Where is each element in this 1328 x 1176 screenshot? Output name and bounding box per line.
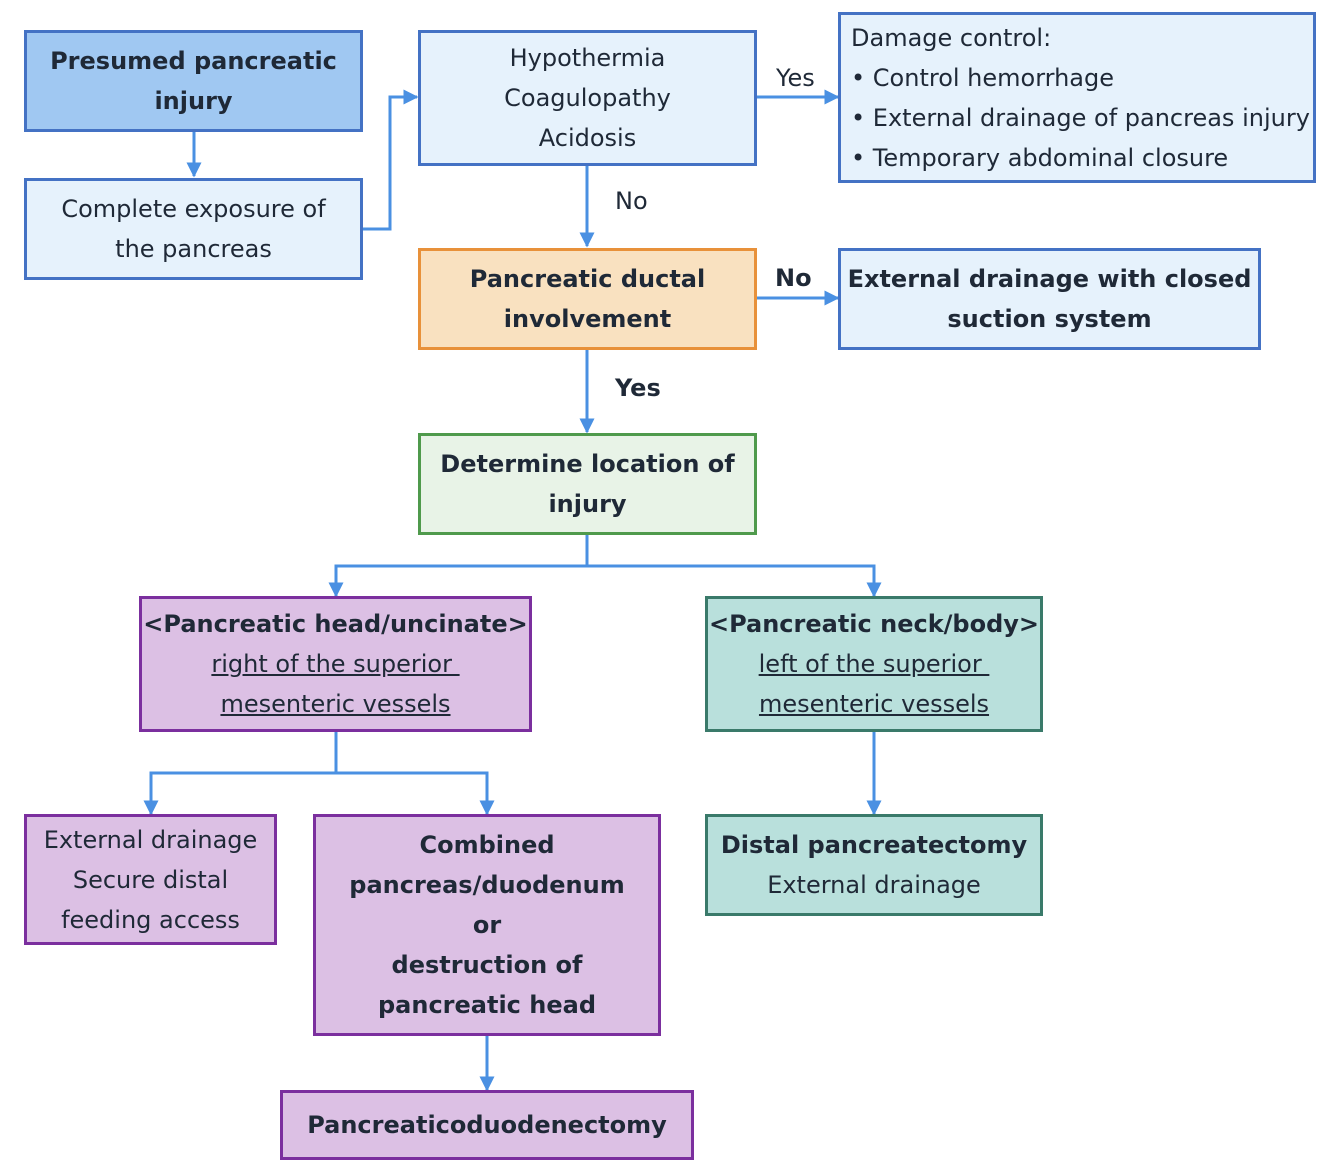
label-no-to-ductal: No bbox=[615, 187, 648, 215]
node-presumed-injury: Presumed pancreatic injury bbox=[24, 30, 363, 132]
node-damage-control: Damage control: • Control hemorrhage • E… bbox=[838, 12, 1316, 183]
node-ductal-line-2: involvement bbox=[503, 305, 672, 333]
node-presumed-line-1: Presumed pancreatic bbox=[50, 47, 337, 75]
node-location-line-1: Determine location of bbox=[440, 450, 735, 478]
node-damage-item-2: • External drainage of pancreas injury bbox=[851, 103, 1310, 132]
node-pancreatic-neck-body: <Pancreatic neck/body> left of the super… bbox=[705, 596, 1043, 732]
arrow-exposure-to-hca bbox=[362, 89, 419, 231]
node-hypothermia-coagulopathy-acidosis: Hypothermia Coagulopathy Acidosis bbox=[418, 30, 757, 166]
node-pancreatic-ductal-involvement: Pancreatic ductal involvement bbox=[418, 248, 757, 350]
node-drainage-line-1: External drainage bbox=[43, 825, 258, 854]
node-drainage-line-2: Secure distal bbox=[72, 865, 229, 894]
node-presumed-line-2: injury bbox=[154, 87, 233, 115]
node-hca-line-2: Coagulopathy bbox=[504, 84, 671, 112]
arrow-location-to-head bbox=[328, 535, 589, 598]
node-damage-item-1: • Control hemorrhage bbox=[851, 63, 1115, 92]
node-combined-line-2: pancreas/duodenum bbox=[349, 871, 625, 899]
node-pancreaticoduodenectomy: Pancreaticoduodenectomy bbox=[280, 1090, 694, 1160]
node-ductal-line-1: Pancreatic ductal bbox=[469, 265, 706, 293]
node-complete-exposure: Complete exposure of the pancreas bbox=[24, 178, 363, 280]
label-no-to-closed-suction: No bbox=[775, 264, 812, 292]
node-external-drainage-feeding-access: External drainage Secure distal feeding … bbox=[24, 814, 277, 945]
node-neck-line-3: mesenteric vessels bbox=[758, 690, 990, 718]
arrow-location-to-neck bbox=[587, 564, 882, 598]
node-damage-item-3: • Temporary abdominal closure bbox=[851, 143, 1229, 172]
node-neck-line-2: left of the superior bbox=[758, 650, 990, 678]
node-closed-line-2: suction system bbox=[947, 305, 1152, 333]
node-combined-line-1: Combined bbox=[419, 831, 555, 859]
node-location-line-2: injury bbox=[548, 490, 627, 518]
node-combined-line-5: pancreatic head bbox=[377, 991, 596, 1019]
node-exposure-line-2: the pancreas bbox=[115, 235, 272, 263]
node-distal-line-2: External drainage bbox=[767, 871, 981, 899]
node-combined-line-4: destruction of bbox=[391, 951, 583, 979]
node-neck-title: <Pancreatic neck/body> bbox=[708, 610, 1040, 638]
node-external-drainage-closed-suction: External drainage with closed suction sy… bbox=[838, 248, 1261, 350]
label-yes-damage-control: Yes bbox=[776, 64, 815, 92]
node-combined-pancreas-duodenum: Combined pancreas/duodenum or destructio… bbox=[313, 814, 661, 1036]
arrow-head-to-drainage bbox=[143, 731, 338, 816]
node-drainage-line-3: feeding access bbox=[61, 905, 240, 934]
node-head-title: <Pancreatic head/uncinate> bbox=[143, 610, 528, 638]
node-whipple-text: Pancreaticoduodenectomy bbox=[307, 1111, 667, 1139]
node-closed-line-1: External drainage with closed bbox=[847, 265, 1252, 293]
node-exposure-line-1: Complete exposure of bbox=[61, 195, 326, 223]
node-pancreatic-head-uncinate: <Pancreatic head/uncinate> right of the … bbox=[139, 596, 532, 732]
node-distal-pancreatectomy: Distal pancreatectomy External drainage bbox=[705, 814, 1043, 916]
node-head-line-3: mesenteric vessels bbox=[220, 690, 451, 718]
node-determine-location: Determine location of injury bbox=[418, 433, 757, 535]
node-hca-line-3: Acidosis bbox=[538, 124, 637, 152]
label-yes-to-location: Yes bbox=[615, 374, 661, 402]
node-combined-line-3: or bbox=[472, 911, 502, 939]
node-damage-title: Damage control: bbox=[851, 23, 1052, 52]
node-head-line-2: right of the superior bbox=[211, 650, 460, 678]
node-hca-line-1: Hypothermia bbox=[509, 44, 666, 72]
node-distal-title: Distal pancreatectomy bbox=[720, 831, 1028, 859]
arrow-head-to-combined bbox=[336, 771, 495, 816]
